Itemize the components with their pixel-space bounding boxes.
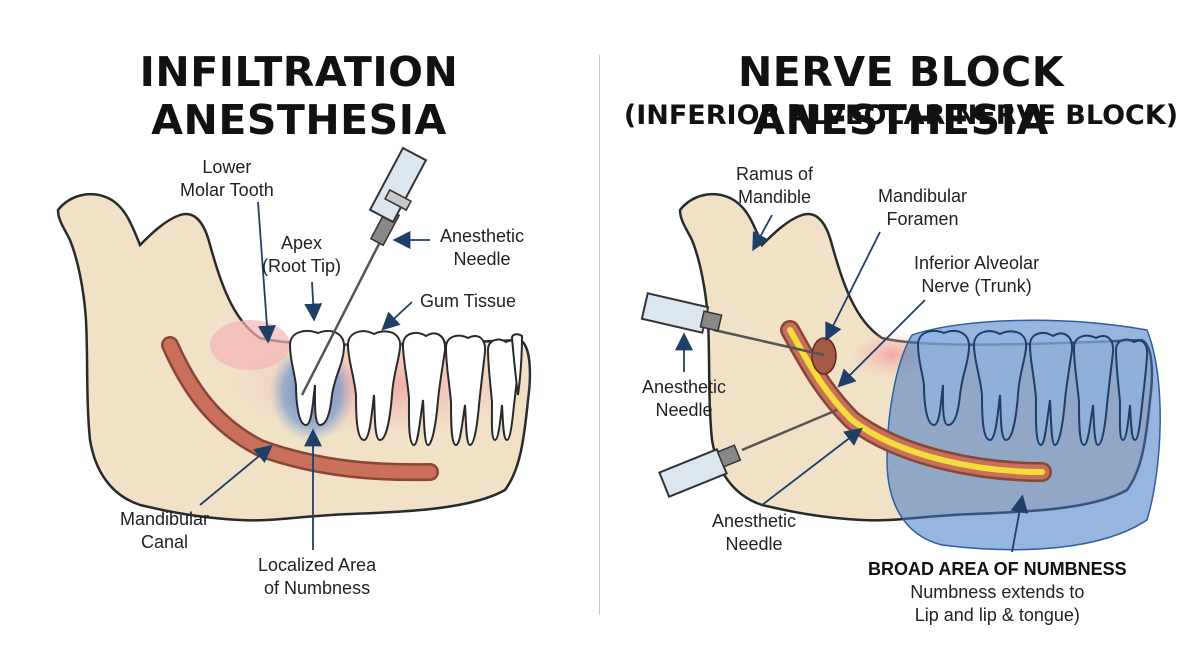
anesthetic-needle-syringe (300, 146, 428, 396)
nerve-block-title: NERVE BLOCK ANESTHESIA (737, 48, 1065, 144)
label-anesthetic-needle-upper: Anesthetic Needle (642, 377, 727, 420)
label-apex: Apex (Root Tip) (262, 233, 342, 276)
mandibular-foramen (811, 337, 837, 375)
label-broad-numbness: BROAD AREA OF NUMBNESS Numbness extends … (868, 559, 1127, 625)
infiltration-panel: INFILTRATION ANESTHESIA (0, 0, 598, 669)
label-mandibular-foramen: Mandibular Foramen (878, 186, 968, 229)
panel-divider (599, 55, 600, 615)
broad-numbness-heading: BROAD AREA OF NUMBNESS (868, 559, 1127, 579)
inferior-alveolar-nerve (787, 327, 1045, 475)
label-lower-molar-tooth: Lower Molar Tooth (180, 157, 274, 200)
label-anesthetic-needle-left: Anesthetic Needle (440, 226, 525, 269)
label-gum-tissue: Gum Tissue (420, 291, 517, 311)
label-localized-numbness: Localized Area of Numbness (258, 555, 377, 598)
label-ramus: Ramus of Mandible (736, 164, 814, 207)
teeth-row-right (916, 329, 1149, 447)
teeth-row (288, 329, 524, 447)
anesthetic-needle-lower (658, 408, 838, 498)
label-anesthetic-needle-lower: Anesthetic Needle (712, 511, 797, 554)
label-inferior-alveolar-nerve: Inferior Alveolar Nerve (Trunk) (914, 253, 1040, 296)
anesthetic-needle-upper (640, 292, 825, 357)
infiltration-title: INFILTRATION ANESTHESIA (139, 48, 459, 144)
nerve-block-diagram (640, 193, 1161, 553)
nerve-block-panel: NERVE BLOCK ANESTHESIA (INFERIOR ALVEOLA… (602, 0, 1200, 669)
label-mandibular-canal: Mandibular Canal (120, 509, 210, 552)
infiltration-diagram (56, 146, 545, 550)
nerve-block-subtitle: (INFERIOR ALVEOLAR NERVE BLOCK) (623, 100, 1179, 131)
